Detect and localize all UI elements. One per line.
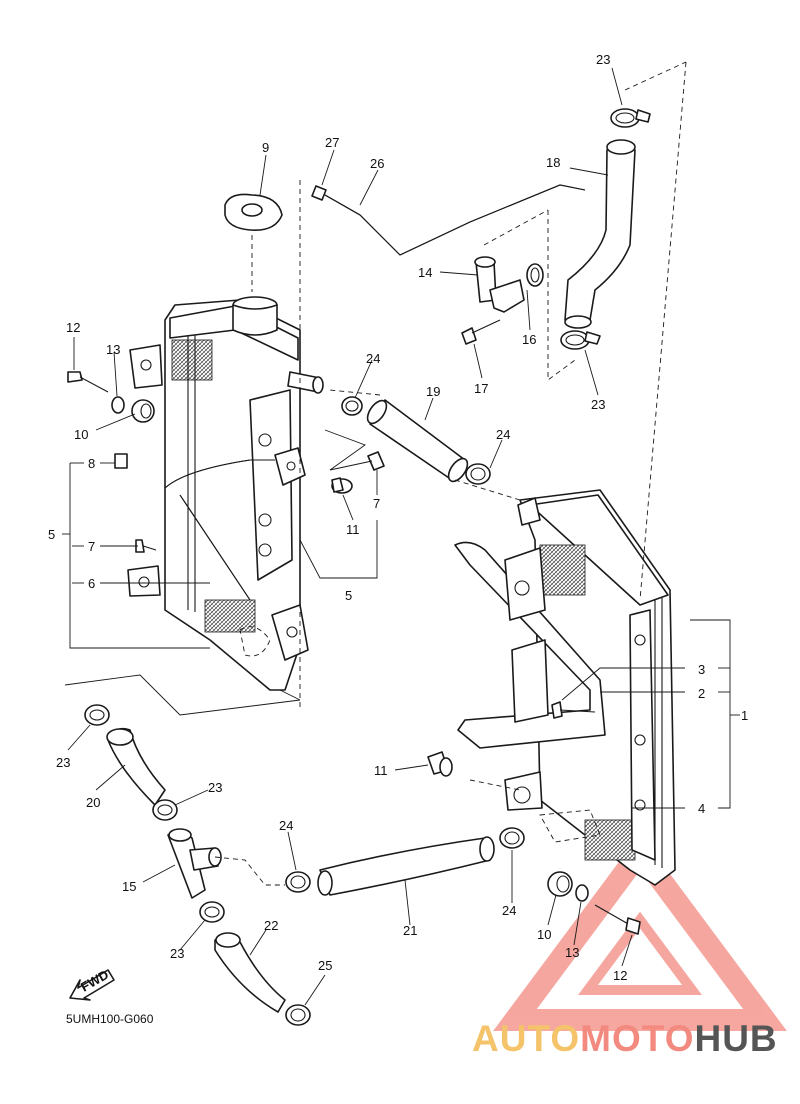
leader-lines — [62, 67, 740, 1006]
hose-20 — [106, 727, 166, 806]
callout-labels: 1 2 3 4 5 5 6 7 7 8 9 10 10 11 11 12 12 … — [48, 52, 748, 983]
guide-lines — [64, 61, 687, 886]
callout-17: 17 — [474, 381, 488, 396]
callout-22: 22 — [264, 918, 278, 933]
hose-21 — [317, 836, 495, 896]
callout-23-right: 23 — [591, 397, 605, 412]
callout-12-right: 12 — [613, 968, 627, 983]
callout-11-lower: 11 — [374, 763, 388, 778]
callout-1: 1 — [741, 708, 748, 723]
clamps-23-right — [560, 108, 651, 350]
callout-6: 6 — [88, 576, 95, 591]
callout-23-bottom: 23 — [170, 946, 184, 961]
radiator-cap — [224, 193, 283, 232]
watermark-hub: HUB — [694, 1018, 778, 1059]
callout-2: 2 — [698, 686, 705, 701]
callout-20: 20 — [86, 795, 100, 810]
callout-10-left: 10 — [74, 427, 88, 442]
callout-25: 25 — [318, 958, 332, 973]
watermark-moto: MOTO — [580, 1018, 695, 1059]
callout-4: 4 — [698, 801, 705, 816]
hose-18 — [564, 139, 636, 329]
right-bolts — [427, 701, 596, 777]
left-bolt-set — [67, 371, 157, 553]
callout-23-left: 23 — [56, 755, 70, 770]
callout-7-left: 7 — [88, 539, 95, 554]
joint-15 — [167, 828, 222, 899]
clamps-23-left — [84, 704, 225, 923]
callout-5-left: 5 — [48, 527, 55, 542]
callout-12-left: 12 — [66, 320, 80, 335]
mid-bolts — [329, 451, 385, 494]
clamps-24-upper — [341, 396, 491, 485]
callout-21: 21 — [403, 923, 417, 938]
callout-13-right: 13 — [565, 945, 579, 960]
callout-9: 9 — [262, 140, 269, 155]
breather-hose-26 — [311, 184, 586, 256]
callout-24-mid: 24 — [496, 427, 510, 442]
right-radiator — [454, 489, 676, 886]
left-radiator — [127, 296, 324, 691]
clamps-24-lower — [285, 827, 525, 893]
callout-24-left: 24 — [279, 818, 293, 833]
watermark-logo-text: AUTOMOTOHUB — [472, 1018, 778, 1060]
callout-5-mid: 5 — [345, 588, 352, 603]
fitting-14 — [461, 256, 544, 345]
callout-11-upper: 11 — [346, 522, 360, 537]
callout-23-mid: 23 — [208, 780, 222, 795]
callout-7-mid: 7 — [373, 496, 380, 511]
callout-24-right: 24 — [502, 903, 516, 918]
callout-26: 26 — [370, 156, 384, 171]
lower-right-bolt-set — [547, 871, 641, 935]
callout-15: 15 — [122, 879, 136, 894]
hose-19 — [366, 399, 469, 483]
callout-10-right: 10 — [537, 927, 551, 942]
callout-13-left: 13 — [106, 342, 120, 357]
callout-24-upper: 24 — [366, 351, 380, 366]
callout-8: 8 — [88, 456, 95, 471]
callout-18: 18 — [546, 155, 560, 170]
callout-27: 27 — [325, 135, 339, 150]
callout-19: 19 — [426, 384, 440, 399]
clamp-25 — [285, 1004, 311, 1026]
callout-16: 16 — [522, 332, 536, 347]
part-code-label: 5UMH100-G060 — [66, 1012, 154, 1026]
watermark-auto: AUTO — [472, 1018, 581, 1059]
fwd-arrow-icon: FWD — [69, 967, 115, 1001]
watermark-triangle — [493, 833, 787, 1031]
hose-22 — [214, 932, 286, 1013]
callout-3: 3 — [698, 662, 705, 677]
callout-14: 14 — [418, 265, 432, 280]
callout-23-top: 23 — [596, 52, 610, 67]
